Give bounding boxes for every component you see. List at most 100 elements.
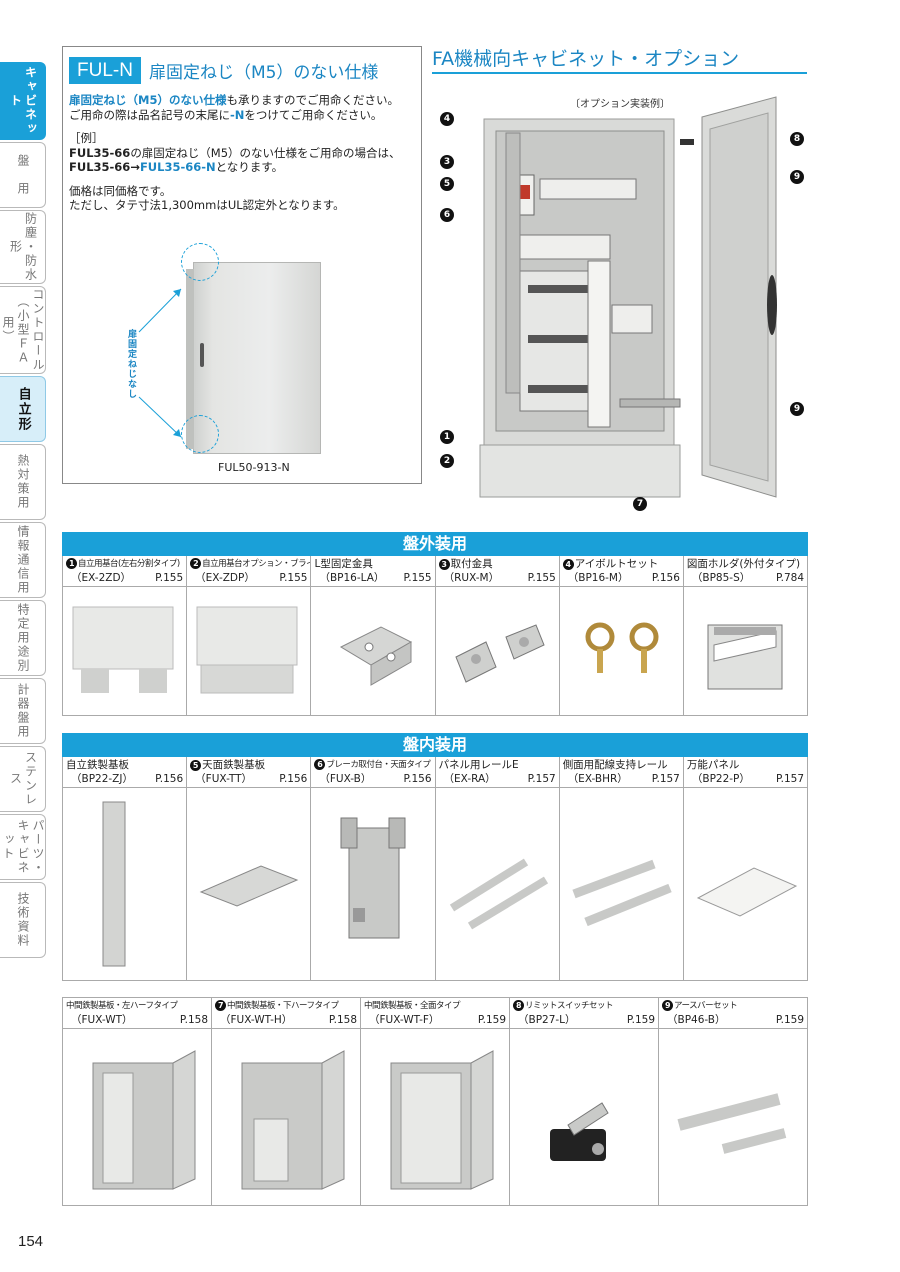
product-card[interactable]: 側面用配線支持レール（EX-BHR）P.157 [559, 757, 684, 980]
product-code: （FUX-TT） [195, 773, 253, 785]
product-card[interactable]: パネル用レールE（EX-RA）P.157 [435, 757, 560, 980]
product-name-text: 中間鉄製基板・下ハーフタイプ [227, 1001, 339, 1011]
page-reference[interactable]: P.159 [626, 1014, 655, 1026]
page-reference[interactable]: P.157 [651, 773, 680, 785]
product-name-text: リミットスイッチセット [525, 1001, 614, 1011]
page-reference[interactable]: P.156 [155, 773, 184, 785]
product-card[interactable]: 万能パネル（BP22-P）P.157 [683, 757, 809, 980]
product-code: （FUX-WT-F） [369, 1014, 440, 1026]
ful-n-header: FUL-N 扉固定ねじ（M5）のない仕様 [69, 57, 378, 84]
callout-number-7: 7 [633, 497, 647, 511]
product-image [361, 1029, 509, 1205]
page-reference[interactable]: P.158 [179, 1014, 208, 1026]
side-tab[interactable]: 技術資料 [0, 882, 46, 958]
example-model: FUL35-66 [69, 160, 131, 174]
callout-number-2: 2 [440, 454, 454, 468]
product-name-text: ブレーカ取付台・天面タイプ [326, 760, 431, 770]
page-reference[interactable]: P.157 [527, 773, 556, 785]
page-reference[interactable]: P.156 [651, 572, 680, 584]
example-label: ［例］ [69, 131, 104, 145]
page-reference[interactable]: P.155 [155, 572, 184, 584]
product-image [311, 587, 434, 715]
highlight-circle-icon [181, 415, 219, 453]
product-code-row: （FUX-WT-F） P.159 [361, 1013, 509, 1029]
product-image [560, 587, 683, 715]
product-card[interactable]: 図面ホルダ(外付タイプ)（BP85-S）P.784 [683, 556, 809, 715]
product-code: （BP16-LA） [319, 572, 385, 584]
callout-number-6: 6 [440, 208, 454, 222]
side-tab-label: 情報通信用 [16, 525, 30, 595]
product-code: （BP22-P） [691, 773, 750, 785]
side-tab-label: ステンレス [8, 751, 38, 807]
side-tab-label: 熱対策用 [16, 454, 30, 510]
page-reference[interactable]: P.155 [403, 572, 432, 584]
product-card[interactable]: 中間鉄製基板・全面タイプ（FUX-WT-F） P.159 [361, 998, 510, 1205]
side-tab[interactable]: 盤 用 [0, 142, 46, 208]
suffix-n: -N [230, 107, 245, 122]
ful-n-description: 扉固定ねじ（M5）のない仕様も承りますのでご用命ください。 ご用命の際は品名記号… [69, 93, 414, 213]
page-reference[interactable]: P.156 [279, 773, 308, 785]
product-image [63, 788, 186, 980]
page-reference[interactable]: P.159 [477, 1014, 506, 1026]
product-image [187, 788, 310, 980]
side-tab[interactable]: 情報通信用 [0, 522, 46, 598]
page-reference[interactable]: P.156 [403, 773, 432, 785]
product-name-text: アースバーセット [674, 1001, 738, 1011]
product-card[interactable]: 中間鉄製基板・左ハーフタイプ（FUX-WT）P.158 [63, 998, 212, 1205]
title-underline [432, 72, 807, 74]
page-reference[interactable]: P.155 [279, 572, 308, 584]
page-reference[interactable]: P.155 [527, 572, 556, 584]
side-tab[interactable]: パーツ・キャビネット [0, 814, 46, 880]
page-reference[interactable]: P.784 [775, 572, 805, 584]
product-card[interactable]: 自立鉄製基板（BP22-ZJ）P.156 [63, 757, 188, 980]
product-card[interactable]: L型固定金具（BP16-LA）P.155 [311, 556, 436, 715]
side-tab[interactable]: 自立形 [0, 376, 46, 442]
side-tab[interactable]: 計器盤用 [0, 678, 46, 744]
product-code: （EX-ZDP） [195, 572, 255, 584]
example-arrow: → [130, 160, 140, 174]
side-tab[interactable]: 熱対策用 [0, 444, 46, 520]
side-tab-label: 技術資料 [16, 892, 30, 948]
side-tab[interactable]: ステンレス [0, 746, 46, 812]
side-tab[interactable]: 防塵・防水形 [0, 210, 46, 284]
product-code-row: （BP46-B）P.159 [659, 1013, 807, 1029]
page-reference[interactable]: P.159 [775, 1014, 804, 1026]
product-name: 中間鉄製基板・全面タイプ [361, 998, 509, 1013]
product-code-row: （BP22-P） P.157 [683, 772, 808, 788]
callout-number-9: 9 [790, 402, 804, 416]
side-tab-label: 特定用途別 [16, 603, 30, 673]
side-tab-label: 防塵・防水形 [8, 212, 38, 282]
example-model-n: FUL35-66-N [139, 160, 216, 174]
callout-number: 2 [190, 558, 202, 569]
product-image [659, 1029, 807, 1205]
side-tab[interactable]: 特定用途別 [0, 600, 46, 676]
side-tab[interactable]: キャビネット [0, 62, 46, 140]
page-reference[interactable]: P.158 [328, 1014, 357, 1026]
product-name: 中間鉄製基板・左ハーフタイプ [63, 998, 211, 1013]
callout-number-4: 4 [440, 112, 454, 126]
side-tab-label: キャビネット [8, 66, 38, 136]
page-reference[interactable]: P.157 [775, 773, 805, 785]
product-code: （EX-RA） [443, 773, 496, 785]
section-title: 盤外装用 [62, 532, 808, 556]
product-image [311, 788, 434, 980]
arrow-icon [138, 288, 182, 438]
product-code-row: （BP22-ZJ）P.156 [63, 772, 187, 788]
side-tab[interactable]: コントロール（小型ＦＡ用） [0, 286, 46, 374]
